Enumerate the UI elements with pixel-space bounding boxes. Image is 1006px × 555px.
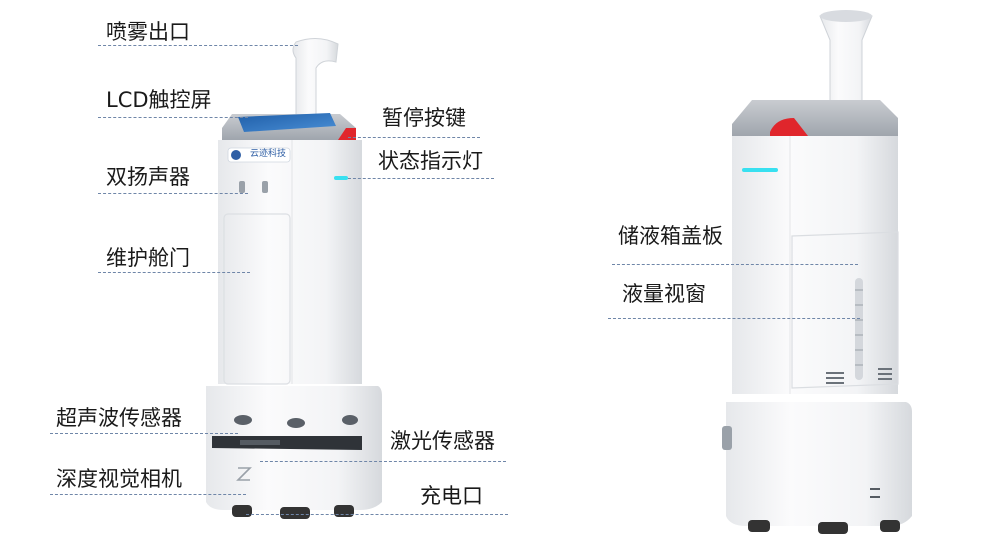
label-level-window: 液量视窗	[622, 282, 706, 306]
robot-back	[722, 10, 912, 534]
laser-sensor-slot	[212, 436, 362, 450]
back-top-cap	[732, 100, 898, 136]
label-lcd-touchscreen: LCD触控屏	[106, 88, 212, 112]
spray-nozzle	[292, 38, 339, 125]
label-status-light: 状态指示灯	[378, 149, 483, 173]
back-wheels	[748, 520, 900, 534]
funnel-nozzle	[819, 10, 873, 113]
leader-charging	[246, 514, 508, 515]
leader-level-window	[608, 318, 860, 319]
speaker-grilles	[239, 181, 268, 193]
label-spray-outlet: 喷雾出口	[106, 20, 190, 44]
label-depth-camera: 深度视觉相机	[56, 467, 182, 491]
ultrasonic-sensor-ovals	[234, 415, 358, 428]
lcd-screen	[238, 113, 336, 132]
leader-status	[348, 178, 494, 179]
label-charging-port: 充电口	[420, 484, 483, 508]
leader-lcd	[98, 117, 248, 118]
label-pause-button: 暂停按键	[382, 106, 466, 130]
leader-laser	[260, 461, 506, 462]
level-window-strip	[855, 278, 863, 380]
leader-speakers	[98, 193, 248, 194]
status-light-bar	[334, 176, 348, 180]
leader-depth-camera	[50, 494, 246, 495]
label-tank-cover: 储液箱盖板	[618, 224, 723, 248]
label-laser-sensor: 激光传感器	[390, 429, 495, 453]
back-lower-base	[726, 402, 912, 526]
maintenance-door-panel	[223, 213, 291, 385]
leader-maintenance	[98, 272, 250, 273]
back-upper-body	[732, 136, 898, 394]
back-status-light	[742, 168, 778, 172]
leader-pause	[348, 137, 480, 138]
label-maintenance-door: 维护舱门	[106, 246, 190, 270]
leader-ultrasonic	[50, 433, 238, 434]
tank-cover-panel	[791, 231, 899, 389]
wheels	[232, 505, 354, 519]
depth-camera-glyph	[236, 467, 252, 481]
back-vents	[826, 368, 892, 384]
leader-spray-outlet	[98, 45, 298, 46]
label-logo-text: 云迹科技	[250, 149, 287, 159]
robot-front	[206, 38, 382, 519]
leader-tank-cover	[612, 264, 858, 265]
label-ultrasonic-sensor: 超声波传感器	[56, 406, 182, 430]
label-dual-speakers: 双扬声器	[106, 165, 190, 189]
